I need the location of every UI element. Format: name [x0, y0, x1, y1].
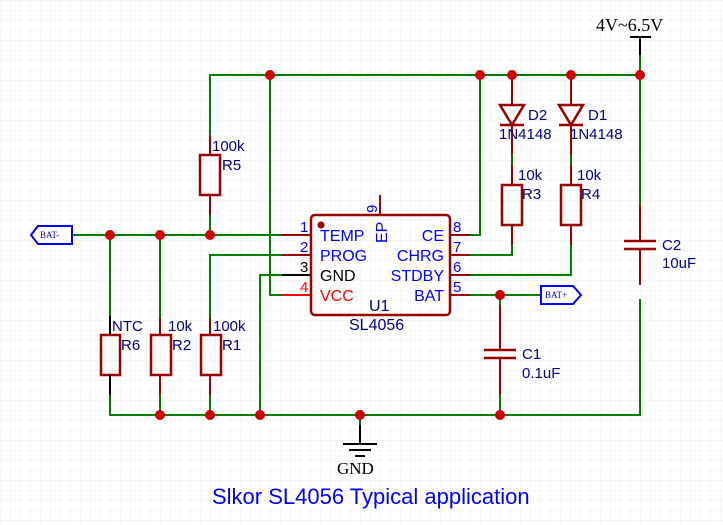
wire-chrg — [469, 244, 513, 256]
r3-value: 10k — [518, 167, 543, 184]
resistor-r3[interactable]: 10k R3 — [500, 165, 543, 245]
ic-u1[interactable]: 1 2 3 4 TEMP PROG GND VCC 8 7 6 5 CE CHR… — [282, 195, 470, 334]
r2-value: 10k — [168, 318, 193, 335]
diode-d2[interactable]: D2 1N4148 — [497, 75, 552, 155]
c2-designator: C2 — [662, 237, 681, 254]
capacitor-c1[interactable]: C1 0.1uF — [484, 305, 560, 395]
pin-name-ep: EP — [374, 222, 391, 243]
pin1-marker — [317, 221, 325, 229]
junction — [475, 70, 485, 80]
d2-designator: D2 — [528, 107, 547, 124]
pin-name-temp: TEMP — [320, 228, 364, 245]
junctions — [105, 70, 645, 420]
ic-part-number: SL4056 — [349, 317, 404, 334]
c1-value: 0.1uF — [522, 365, 560, 382]
resistor-r1[interactable]: 100k R1 — [199, 318, 246, 395]
pin-num-1: 1 — [300, 219, 308, 236]
net-port-bat-minus[interactable]: BAT- — [29, 225, 73, 245]
wire-vcc-pin4 — [269, 74, 283, 296]
r1-value: 100k — [213, 318, 246, 335]
junction — [495, 410, 505, 420]
ground-label: GND — [337, 459, 374, 478]
capacitor-c2[interactable]: C2 10uF — [624, 205, 696, 285]
junction — [355, 410, 365, 420]
d2-value: 1N4148 — [499, 126, 552, 143]
r6-value: NTC — [112, 318, 143, 335]
wires — [71, 54, 641, 426]
schematic-title: Slkor SL4056 Typical application — [212, 484, 530, 509]
r5-value: 100k — [212, 138, 245, 155]
pin-num-7: 7 — [453, 239, 461, 256]
pin-name-prog: PROG — [320, 248, 367, 265]
pin-num-5: 5 — [453, 279, 461, 296]
resistor-r6[interactable]: NTC R6 — [99, 316, 143, 395]
junction — [255, 410, 265, 420]
junction — [155, 230, 165, 240]
r1-designator: R1 — [222, 337, 241, 354]
wire-ce — [469, 74, 481, 236]
junction — [205, 230, 215, 240]
r2-designator: R2 — [172, 337, 191, 354]
resistor-r4[interactable]: 10k R4 — [559, 165, 602, 245]
pin-num-8: 8 — [453, 219, 461, 236]
junction — [265, 70, 275, 80]
bat-minus-label: BAT- — [40, 230, 59, 240]
pin-num-4: 4 — [300, 279, 308, 296]
power-supply-symbol[interactable]: 4V~6.5V — [596, 15, 663, 55]
bat-plus-label: BAT+ — [545, 290, 567, 300]
junction — [566, 70, 576, 80]
d1-designator: D1 — [588, 107, 607, 124]
r4-designator: R4 — [581, 186, 600, 203]
ic-body — [309, 213, 452, 317]
junction — [635, 70, 645, 80]
pin-num-6: 6 — [453, 259, 461, 276]
junction — [495, 290, 505, 300]
wire-gnd-pin3 — [259, 274, 283, 416]
c1-designator: C1 — [522, 346, 541, 363]
r6-designator: R6 — [121, 337, 140, 354]
supply-voltage-label: 4V~6.5V — [596, 15, 663, 35]
junction — [155, 410, 165, 420]
pin-name-gnd: GND — [320, 268, 356, 285]
junction — [507, 70, 517, 80]
pin-name-vcc: VCC — [320, 288, 354, 305]
r5-designator: R5 — [222, 157, 241, 174]
pin-name-ce: CE — [422, 228, 444, 245]
wire-stdby — [469, 244, 572, 276]
wire-prog-r1 — [209, 254, 283, 319]
pin-num-2: 2 — [300, 239, 308, 256]
r3-designator: R3 — [522, 186, 541, 203]
pin-name-stdby: STDBY — [391, 268, 445, 285]
resistor-r5[interactable]: 100k R5 — [198, 135, 245, 215]
ground-symbol[interactable]: GND — [337, 425, 377, 478]
pin-name-bat: BAT — [414, 288, 444, 305]
ic-designator: U1 — [369, 298, 390, 315]
resistor-r2[interactable]: 10k R2 — [149, 318, 193, 395]
d1-value: 1N4148 — [570, 126, 623, 143]
junction — [205, 410, 215, 420]
r4-value: 10k — [577, 167, 602, 184]
wire-gnd-rail — [109, 299, 641, 416]
pin-name-chrg: CHRG — [397, 248, 444, 265]
net-port-bat-plus[interactable]: BAT+ — [540, 285, 583, 305]
c2-value: 10uF — [662, 255, 696, 272]
junction — [105, 230, 115, 240]
pin-num-3: 3 — [300, 259, 308, 276]
pin-num-9: 9 — [364, 205, 381, 213]
